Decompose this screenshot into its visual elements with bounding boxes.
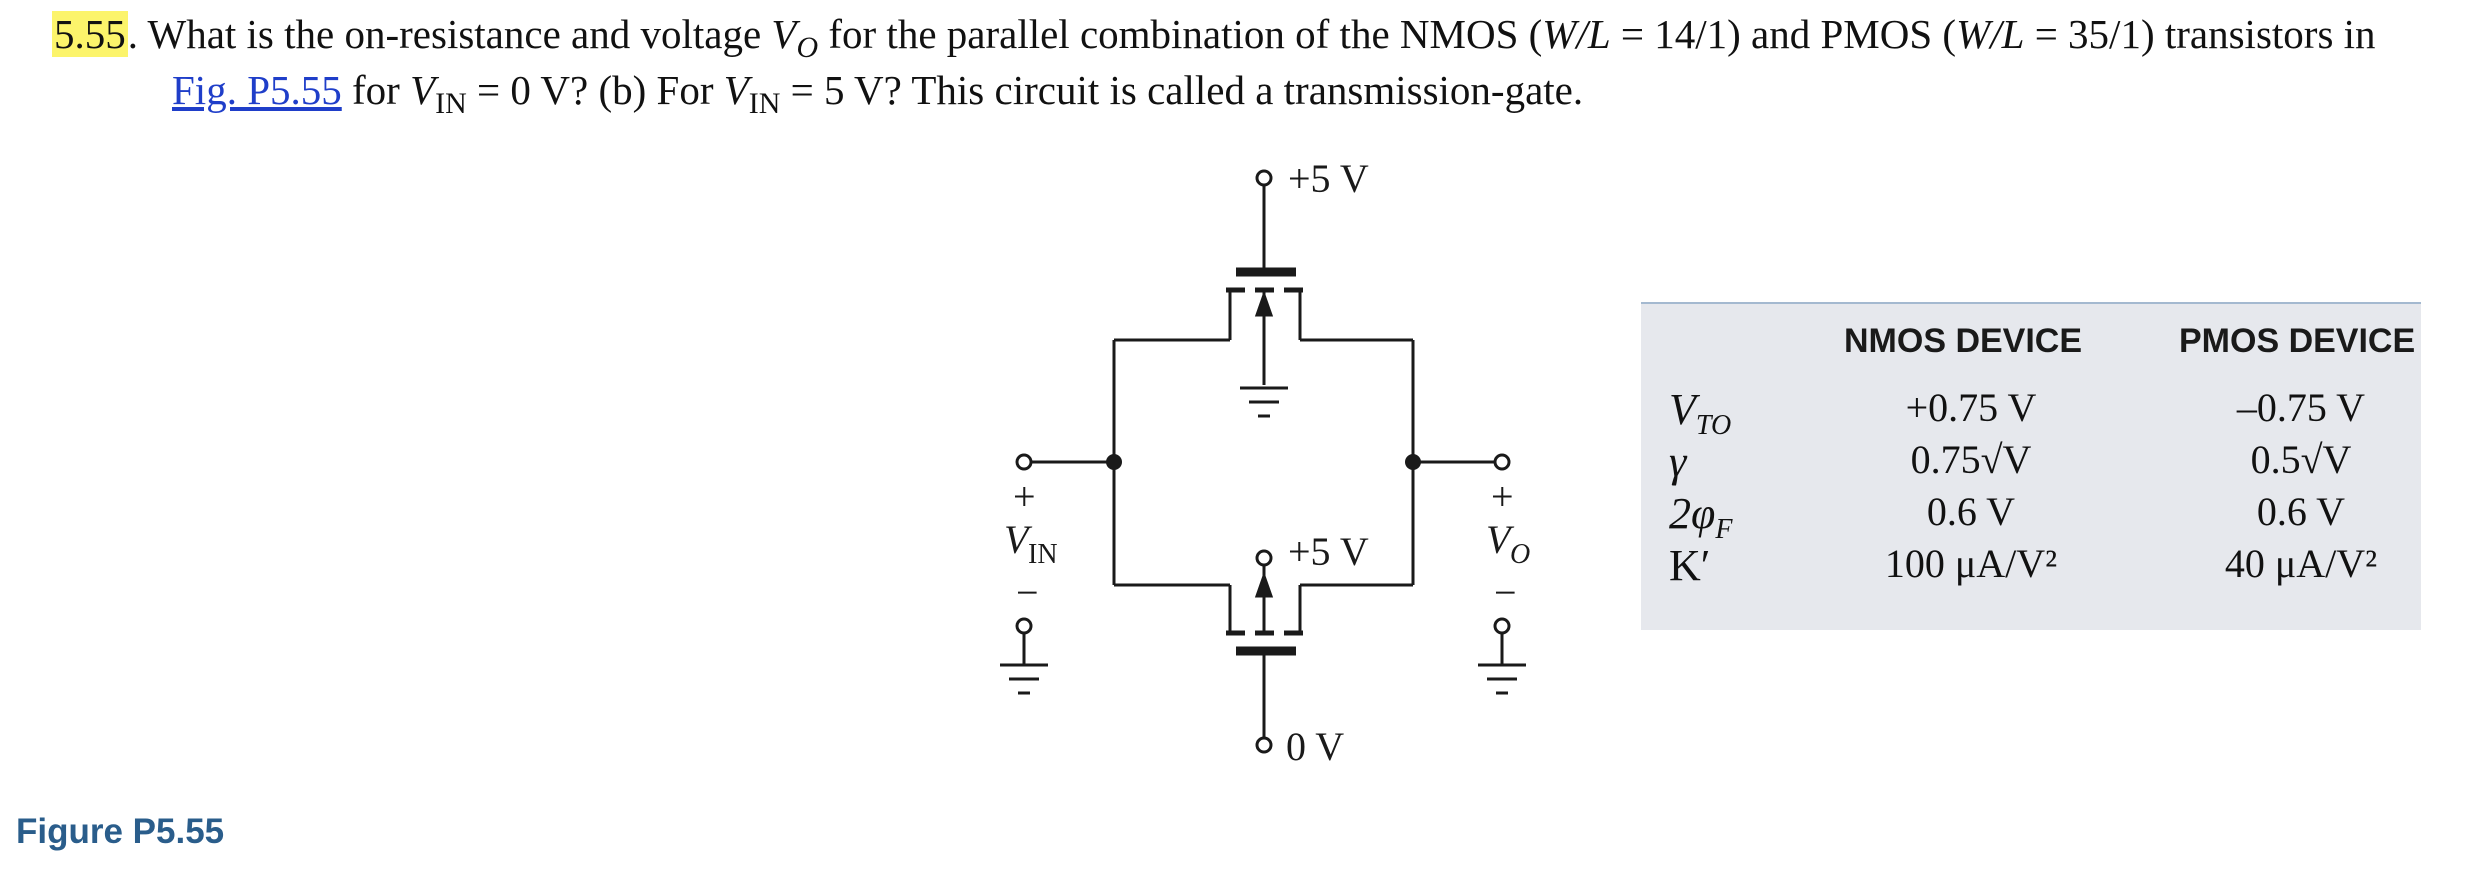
pmos-kprime-value: 40 μA/V² (2224, 541, 2378, 586)
bottom-supply-terminal (1255, 736, 1273, 754)
figure-link[interactable]: Fig. P5.55 (172, 67, 342, 113)
device-parameters-table: NMOS DEVICE PMOS DEVICE VTO γ 2φF K′ +0.… (1641, 302, 2421, 630)
problem-statement: 5.55. What is the on-resistance and volt… (52, 6, 2482, 121)
wl-symbol: W/L (1956, 11, 2025, 57)
vo-subscript: O (796, 31, 819, 65)
vin-symbol: V (410, 67, 436, 113)
vin-plus-terminal (1015, 453, 1033, 471)
row-label-2phif: 2φF (1669, 489, 1733, 545)
vo-plus-terminal (1493, 453, 1511, 471)
vo-symbol: V (1486, 517, 1515, 562)
vo-minus-terminal (1493, 617, 1511, 635)
problem-text: . What is the on-resistance and voltage (127, 11, 772, 57)
pmos-2phif-value: 0.6 V (2256, 489, 2346, 534)
problem-number: 5.55 (52, 11, 128, 57)
top-supply-label: +5 V (1288, 156, 1369, 201)
wl-symbol: W/L (1542, 11, 1611, 57)
vo-subscript: O (1510, 539, 1530, 570)
problem-text: = 0 V? (b) For (466, 67, 724, 113)
vin-subscript: IN (748, 87, 781, 121)
table-header-nmos: NMOS DEVICE (1844, 322, 2083, 360)
vo-symbol: V (771, 11, 797, 57)
row-label-vto: VTO (1669, 385, 1732, 441)
vin-minus-sign: − (1016, 570, 1039, 615)
vin-minus-terminal (1015, 617, 1033, 635)
row-label-kprime: K′ (1669, 541, 1711, 590)
vo-minus-sign: − (1494, 570, 1517, 615)
figure-caption: Figure P5.55 (16, 812, 225, 851)
problem-text: = 14/1) and PMOS ( (1610, 11, 1957, 57)
vin-plus-sign: + (1013, 474, 1036, 519)
problem-text: = 5 V? This circuit is called a transmis… (780, 67, 1584, 113)
pmos-vto-value: –0.75 V (2236, 385, 2366, 430)
input-node (1106, 454, 1122, 470)
vo-plus-sign: + (1491, 474, 1514, 519)
row-label-gamma: γ (1669, 437, 1687, 486)
problem-text: for (341, 67, 411, 113)
pmos-gamma-value: 0.5√V (2250, 437, 2352, 482)
bottom-supply-label: 0 V (1286, 724, 1344, 769)
nmos-kprime-value: 100 μA/V² (1884, 541, 2058, 586)
pmos-body-arrow (1254, 571, 1274, 598)
nmos-vto-value: +0.75 V (1905, 385, 2037, 430)
output-node (1405, 454, 1421, 470)
problem-text: = 35/1) transistors in (2024, 11, 2376, 57)
nmos-body-arrow (1254, 290, 1274, 317)
vin-subscript: IN (435, 87, 467, 121)
top-supply-terminal (1255, 169, 1273, 187)
nmos-gamma-value: 0.75√V (1910, 437, 2032, 482)
mid-supply-label: +5 V (1288, 529, 1369, 574)
nmos-2phif-value: 0.6 V (1926, 489, 2016, 534)
table-header-pmos: PMOS DEVICE (2179, 322, 2416, 360)
pmos-body-terminal (1255, 549, 1273, 567)
vin-symbol: V (723, 67, 749, 113)
vin-symbol: V (1004, 517, 1033, 562)
vin-subscript: IN (1028, 539, 1058, 570)
problem-text: for the parallel combination of the NMOS… (818, 11, 1543, 57)
